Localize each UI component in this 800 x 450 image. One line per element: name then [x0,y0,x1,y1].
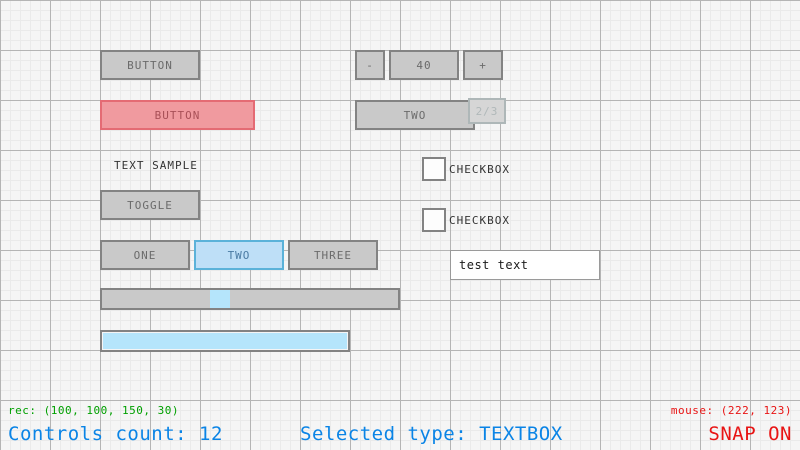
dropdown-box[interactable]: TWO [355,100,475,130]
slider[interactable] [100,288,400,310]
spinner-decrement-button[interactable]: - [355,50,385,80]
toggle-group-item-three[interactable]: THREE [288,240,378,270]
progress-bar[interactable] [100,330,350,352]
progress-bar-fill [103,333,347,349]
dropdown-counter: 2/3 [468,98,506,124]
button-plain[interactable]: BUTTON [100,50,200,80]
button-selected[interactable]: BUTTON [100,100,255,130]
toggle-group[interactable]: ONE TWO THREE [100,240,378,270]
selected-type-text: Selected type: TEXTBOX [300,423,563,445]
checkbox-one[interactable]: CHECKBOX [422,157,510,181]
spinner-increment-button[interactable]: + [463,50,503,80]
mouse-info-text: mouse: (222, 123) [670,404,792,417]
spinner-value[interactable]: 40 [389,50,459,80]
textbox[interactable]: test text [450,250,600,280]
toggle-button[interactable]: TOGGLE [100,190,200,220]
controls-count-text: Controls count: 12 [8,423,223,445]
slider-handle[interactable] [210,290,230,308]
toggle-group-item-two[interactable]: TWO [194,240,284,270]
text-sample-label: TEXT SAMPLE [114,158,198,172]
checkbox-two-label: CHECKBOX [449,213,510,227]
checkbox-one-box[interactable] [422,157,446,181]
snap-state-text: SNAP ON [708,423,792,445]
checkbox-two-box[interactable] [422,208,446,232]
checkbox-two[interactable]: CHECKBOX [422,208,510,232]
rec-info-text: rec: (100, 100, 150, 30) [8,404,179,417]
checkbox-one-label: CHECKBOX [449,162,510,176]
toggle-group-item-one[interactable]: ONE [100,240,190,270]
